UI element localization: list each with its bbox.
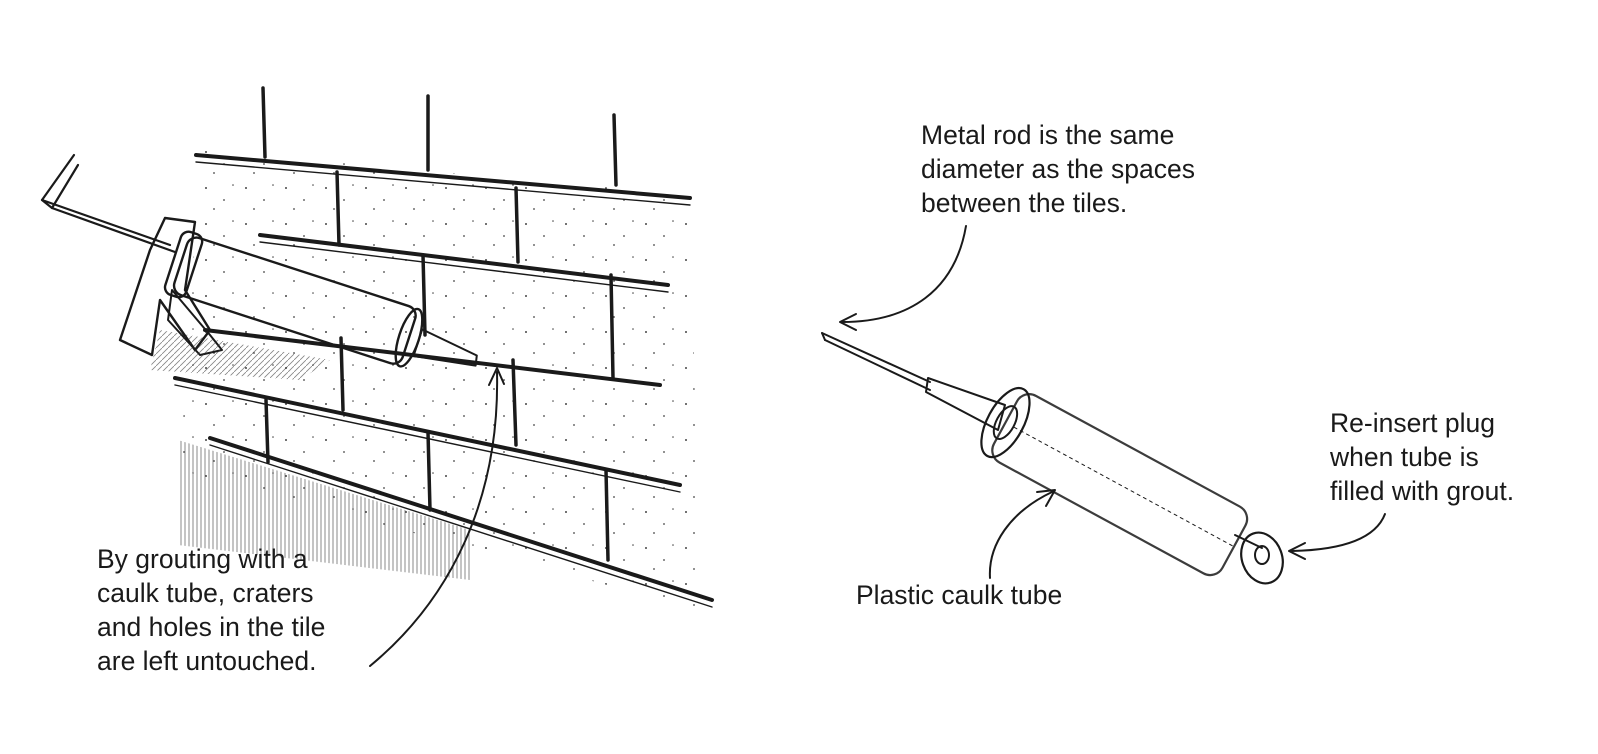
- tube-leader-arrow: [988, 491, 1053, 579]
- tube-caption: Plastic caulk tube: [856, 580, 1063, 610]
- plug-leader-arrow: [1291, 513, 1386, 552]
- grout-caption-line: and holes in the tile: [97, 612, 326, 642]
- grout-caption-line: caulk tube, craters: [97, 578, 314, 608]
- rod-caption-line: diameter as the spaces: [921, 154, 1195, 184]
- plug-caption-line: filled with grout.: [1330, 476, 1515, 506]
- rod-caption: Metal rod is the same diameter as the sp…: [921, 118, 1195, 220]
- caulk-gun: [40, 153, 478, 380]
- grout-caption: By grouting with a caulk tube, craters a…: [97, 542, 325, 678]
- caulk-tube-assembly: [821, 332, 1284, 585]
- rod-caption-line: Metal rod is the same: [921, 120, 1175, 150]
- grout-leader-arrow: [369, 371, 499, 667]
- metal-rod: [821, 332, 931, 383]
- rod-caption-line: between the tiles.: [921, 188, 1128, 218]
- rod-leader-arrow: [841, 225, 967, 323]
- plug-caption: Re-insert plug when tube is filled with …: [1330, 406, 1514, 508]
- plug: [1240, 531, 1284, 585]
- tile-wall: [173, 86, 714, 610]
- grout-caption-line: are left untouched.: [97, 646, 317, 676]
- grout-caption-line: By grouting with a: [97, 544, 308, 574]
- plug-caption-line: Re-insert plug: [1330, 408, 1495, 438]
- wall-shadow: [178, 440, 470, 580]
- plug-caption-line: when tube is: [1330, 442, 1479, 472]
